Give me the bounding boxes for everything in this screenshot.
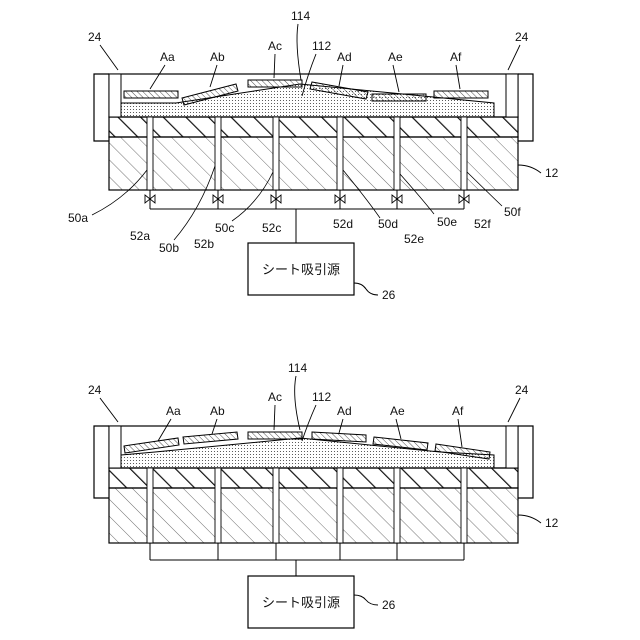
suction-source-text-2: シート吸引源 [262, 596, 340, 611]
left-cover [94, 74, 109, 141]
chuck-table [109, 137, 518, 190]
channel-0 [147, 117, 153, 190]
channel-2-0 [147, 468, 153, 543]
label-12: 12 [545, 166, 559, 180]
left-cover-2 [94, 426, 109, 498]
label-Ac-2: Ac [268, 390, 282, 404]
label-114: 114 [291, 9, 310, 23]
leader-Af-2 [458, 419, 462, 447]
label-Af-2: Af [452, 404, 464, 418]
label-channel-1: 50b [159, 241, 179, 255]
label-12-2: 12 [545, 516, 559, 530]
leader-26-2 [354, 595, 378, 605]
label-112-2: 112 [312, 390, 331, 404]
top-figure: シート吸引源 26 24 24 Aa Ab Ac 114 112 Ad Ae A… [68, 9, 559, 302]
right-cover [518, 74, 533, 141]
suction-source-text: シート吸引源 [262, 263, 340, 278]
leader-24-left-2 [100, 398, 118, 422]
label-26-2: 26 [382, 598, 396, 612]
label-valve-5: 52f [474, 217, 491, 231]
leader-Af [456, 65, 460, 89]
chip-Ac [248, 80, 302, 87]
protective-sheet [121, 84, 494, 117]
leader-24-right [508, 45, 520, 70]
chuck-table-2 [109, 488, 518, 543]
label-channel-5: 50f [504, 205, 521, 219]
label-24-left: 24 [88, 30, 102, 44]
right-cover-2 [518, 426, 533, 498]
leader-24-left [100, 45, 118, 70]
porous-plate-2 [109, 468, 518, 488]
leader-114 [297, 24, 301, 80]
label-114-2: 114 [288, 361, 307, 375]
bottom-figure: シート吸引源 26 24 24 Aa Ab Ac 114 112 Ad Ae A… [88, 361, 559, 628]
channel-5 [461, 117, 467, 190]
channel-2-3 [337, 468, 343, 543]
label-Ab-2: Ab [210, 404, 225, 418]
leader-12 [518, 165, 541, 173]
label-24-right: 24 [515, 30, 529, 44]
label-26: 26 [382, 288, 396, 302]
label-valve-0: 52a [130, 229, 150, 243]
leader-114-2 [295, 376, 300, 430]
leader-Ad [339, 65, 343, 86]
label-channel-4: 50e [437, 215, 457, 229]
chip-Ac-2 [248, 432, 302, 439]
leader-Ae-2 [396, 419, 401, 439]
chip-Aa [124, 91, 178, 98]
channel-2 [273, 117, 279, 190]
channel-3 [337, 117, 343, 190]
channel-2-4 [394, 468, 400, 543]
leader-Ae [393, 65, 399, 92]
chip-Ab-2 [183, 432, 238, 444]
right-rise-2 [506, 426, 518, 468]
label-Ac: Ac [268, 39, 282, 53]
label-112: 112 [312, 39, 331, 53]
label-channel-0: 50a [68, 211, 88, 225]
label-Ad: Ad [337, 50, 352, 64]
label-Ad-2: Ad [337, 404, 352, 418]
chip-Af [434, 91, 488, 98]
leader-26 [354, 283, 378, 295]
leader-Aa-2 [158, 419, 171, 441]
leader-24-right-2 [508, 398, 520, 422]
label-Ae: Ae [388, 50, 403, 64]
label-Aa: Aa [160, 50, 175, 64]
label-Ae-2: Ae [390, 404, 405, 418]
label-valve-3: 52d [333, 217, 353, 231]
right-rise [506, 74, 518, 117]
label-channel-2: 50c [215, 221, 234, 235]
channel-2-1 [215, 468, 221, 543]
left-rise-2 [109, 426, 121, 468]
leader-Ab [210, 65, 217, 87]
left-rise [109, 74, 121, 117]
leader-12-2 [518, 515, 541, 523]
leader-Aa [150, 65, 165, 89]
channel-2-5 [461, 468, 467, 543]
label-valve-4: 52e [404, 232, 424, 246]
label-channel-3: 50d [378, 217, 398, 231]
chip-Ae [372, 94, 426, 101]
label-valve-2: 52c [262, 221, 281, 235]
porous-plate [109, 117, 518, 137]
label-valve-1: 52b [194, 237, 214, 251]
channel-2-2 [273, 468, 279, 543]
label-Aa-2: Aa [166, 404, 181, 418]
label-24-right-2: 24 [515, 383, 529, 397]
label-Ab: Ab [210, 50, 225, 64]
label-24-left-2: 24 [88, 383, 102, 397]
channel-1 [215, 117, 221, 190]
channel-4 [394, 117, 400, 190]
label-Af: Af [450, 50, 462, 64]
